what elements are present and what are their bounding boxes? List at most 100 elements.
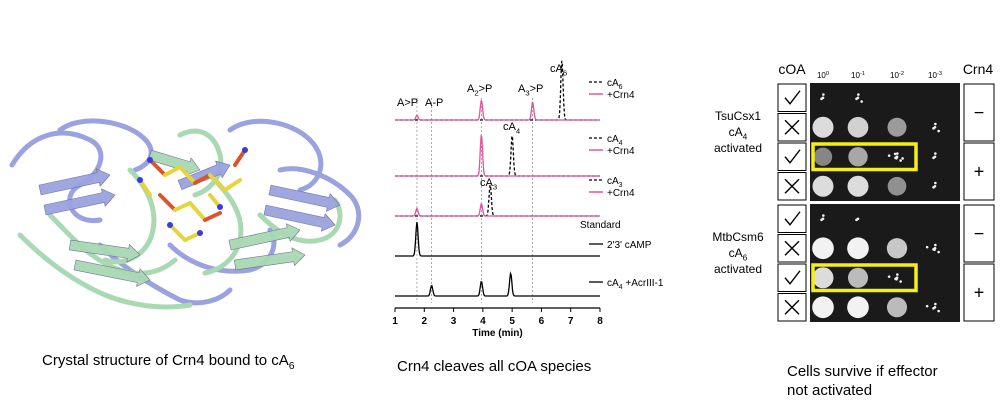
colony-dot bbox=[822, 93, 825, 96]
colony-dot bbox=[934, 181, 937, 185]
legend-label: cA4 +AcrIII-1 bbox=[607, 278, 664, 291]
chain-b-loop bbox=[257, 197, 343, 244]
ligand-bond bbox=[168, 223, 187, 242]
beta-strand bbox=[228, 223, 301, 251]
ligand-bond bbox=[203, 211, 222, 222]
colony-dot bbox=[933, 248, 936, 252]
trace-3 bbox=[395, 134, 600, 177]
panel-c-caption-line2: not activated bbox=[787, 382, 873, 399]
colony-dot bbox=[820, 218, 823, 222]
crn4-plus-box bbox=[963, 263, 995, 322]
cross-icon bbox=[784, 240, 800, 256]
coa-box bbox=[777, 204, 807, 233]
legend-label: cA6 bbox=[607, 78, 623, 91]
chain-a-loop bbox=[57, 118, 154, 173]
x-axis-label: Time (min) bbox=[472, 328, 522, 339]
crn4-plus: + bbox=[974, 283, 985, 303]
colony-spot bbox=[812, 175, 834, 197]
colony-spot bbox=[812, 116, 834, 138]
colony-dot bbox=[934, 302, 937, 306]
trace-6 bbox=[395, 222, 600, 257]
effector-ligand: cA4 bbox=[729, 125, 748, 142]
check-icon bbox=[784, 211, 801, 226]
beta-strand bbox=[73, 259, 151, 287]
panel-a-caption: Crystal structure of Crn4 bound to cA6 bbox=[42, 352, 295, 372]
x-tick-label: 4 bbox=[480, 316, 486, 327]
effector-status: activated bbox=[714, 262, 762, 276]
ligand-bond bbox=[173, 201, 192, 212]
effector-status: activated bbox=[714, 141, 762, 155]
x-tick-label: 7 bbox=[568, 316, 574, 327]
colony-dot bbox=[901, 157, 904, 160]
peak-label: A3>P bbox=[518, 83, 543, 97]
plate-bottom bbox=[810, 204, 960, 322]
colony-dot bbox=[934, 243, 937, 247]
colony-spot bbox=[847, 296, 869, 319]
beta-strand bbox=[177, 160, 231, 190]
colony-dot bbox=[896, 273, 899, 276]
ligand-bond bbox=[193, 173, 212, 185]
beta-strand bbox=[68, 239, 141, 263]
dilution-label: 10-3 bbox=[928, 71, 942, 80]
ligand-bond bbox=[138, 178, 152, 197]
ligand-atom bbox=[217, 204, 223, 210]
colony-spot bbox=[812, 296, 834, 319]
legend-label: cA3 bbox=[607, 176, 623, 189]
ligand-bond bbox=[208, 173, 227, 192]
beta-strand bbox=[263, 204, 336, 232]
colony-spot bbox=[847, 267, 869, 288]
colony-dot bbox=[937, 250, 940, 254]
cross-icon bbox=[784, 178, 800, 194]
trace-1 bbox=[395, 99, 600, 121]
highlight-box bbox=[811, 263, 918, 293]
ligand-bond bbox=[178, 165, 197, 185]
colony-dot bbox=[937, 129, 940, 133]
legend-label: +Crn4 bbox=[607, 146, 635, 157]
trace-0 bbox=[395, 60, 600, 121]
colony-spot bbox=[886, 238, 908, 259]
ligand-atom bbox=[197, 230, 203, 236]
ligand-bond bbox=[158, 193, 177, 212]
x-tick-label: 3 bbox=[451, 316, 457, 327]
crn4-plus-box bbox=[963, 142, 995, 201]
x-tick-label: 1 bbox=[392, 316, 398, 327]
colony-dot bbox=[857, 93, 860, 96]
colony-dot bbox=[932, 156, 935, 160]
peak-label: cA3 bbox=[480, 177, 497, 191]
colony-spot bbox=[887, 176, 907, 196]
chain-a-loop bbox=[277, 166, 362, 248]
trace-4 bbox=[395, 184, 600, 217]
chain-a-loop bbox=[167, 227, 277, 274]
check-icon bbox=[784, 149, 801, 164]
panel-b-caption: Crn4 cleaves all cOA species bbox=[397, 358, 592, 375]
colony-spot bbox=[886, 297, 908, 318]
colony-dot bbox=[860, 100, 863, 103]
colony-spot bbox=[813, 147, 833, 166]
colony-spot bbox=[847, 175, 869, 197]
x-tick-label: 2 bbox=[422, 316, 428, 327]
ligand-atom bbox=[137, 177, 143, 183]
crn4-header: Crn4 bbox=[963, 61, 994, 77]
trace-2 bbox=[395, 133, 600, 177]
cross-icon bbox=[784, 299, 800, 315]
colony-dot bbox=[932, 307, 935, 310]
colony-dot bbox=[937, 309, 940, 313]
effector-name: TsuCsx1 bbox=[715, 109, 761, 123]
standard-label: Standard bbox=[580, 220, 621, 231]
ligand-bond bbox=[223, 178, 242, 192]
panel-c-caption: Cells survive if effector not activated bbox=[787, 362, 938, 400]
dilution-label: 10-2 bbox=[890, 71, 904, 80]
colony-dot bbox=[932, 127, 935, 130]
colony-dot bbox=[925, 245, 929, 249]
trace-7 bbox=[395, 271, 600, 297]
coa-header: cOA bbox=[778, 61, 806, 77]
highlight-box bbox=[811, 142, 918, 172]
colony-spot bbox=[887, 117, 907, 137]
dilution-label: 100 bbox=[817, 71, 829, 80]
ligand-bond bbox=[163, 165, 182, 177]
colony-dot bbox=[893, 152, 897, 156]
legend-label: 2'3' cAMP bbox=[607, 240, 652, 251]
effector-ligand: cA6 bbox=[729, 246, 748, 263]
crn4-plus: + bbox=[974, 162, 985, 182]
